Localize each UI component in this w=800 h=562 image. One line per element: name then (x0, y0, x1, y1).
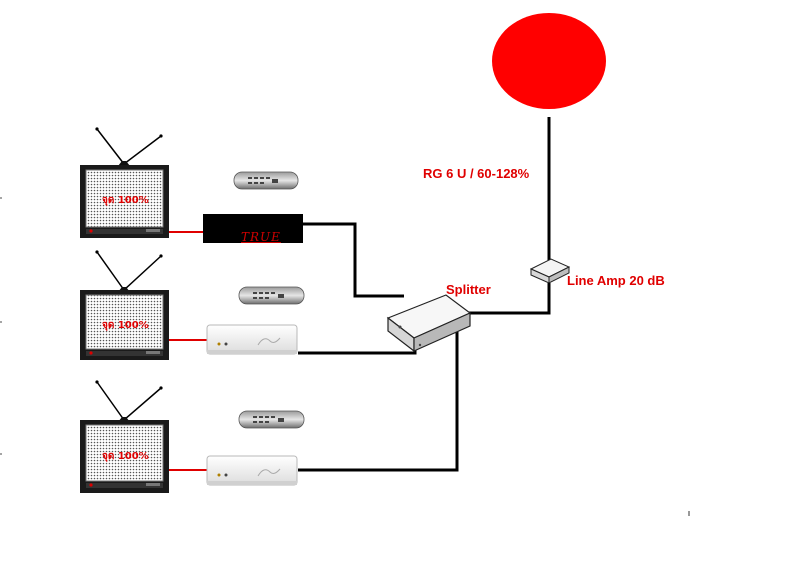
edge-mark (0, 197, 2, 199)
edge-mark (0, 321, 2, 323)
splitter-device (386, 294, 472, 353)
remote-control-3 (238, 410, 305, 429)
cable-receiver1-to-splitter (303, 222, 404, 298)
cable-spec-label: RG 6 U / 60-128% (423, 166, 530, 181)
line-amp-label: Line Amp 20 dB (567, 273, 665, 288)
remote-control-2 (238, 286, 305, 305)
cable-amp-to-splitter (468, 283, 551, 315)
receiver-true-box (203, 214, 303, 243)
splitter-label: Splitter (446, 282, 491, 297)
receiver-box-3 (206, 455, 298, 486)
satellite-dish (492, 13, 606, 109)
tv-3 (80, 380, 169, 493)
tv-3-screen-text: จุด 100% (102, 451, 149, 462)
tv-1-screen-text: จุด 100% (102, 195, 149, 206)
remote-control-1 (233, 171, 299, 190)
tv-2-screen-text: จุด 100% (102, 320, 149, 331)
tv-1 (80, 127, 169, 238)
tv-2 (80, 250, 169, 360)
cable-receiver3-to-splitter (298, 330, 459, 472)
line-amp-device (529, 258, 571, 284)
edge-mark (0, 453, 2, 455)
receiver-true-label: TRUE (241, 230, 281, 244)
receiver-box-2 (206, 324, 298, 355)
